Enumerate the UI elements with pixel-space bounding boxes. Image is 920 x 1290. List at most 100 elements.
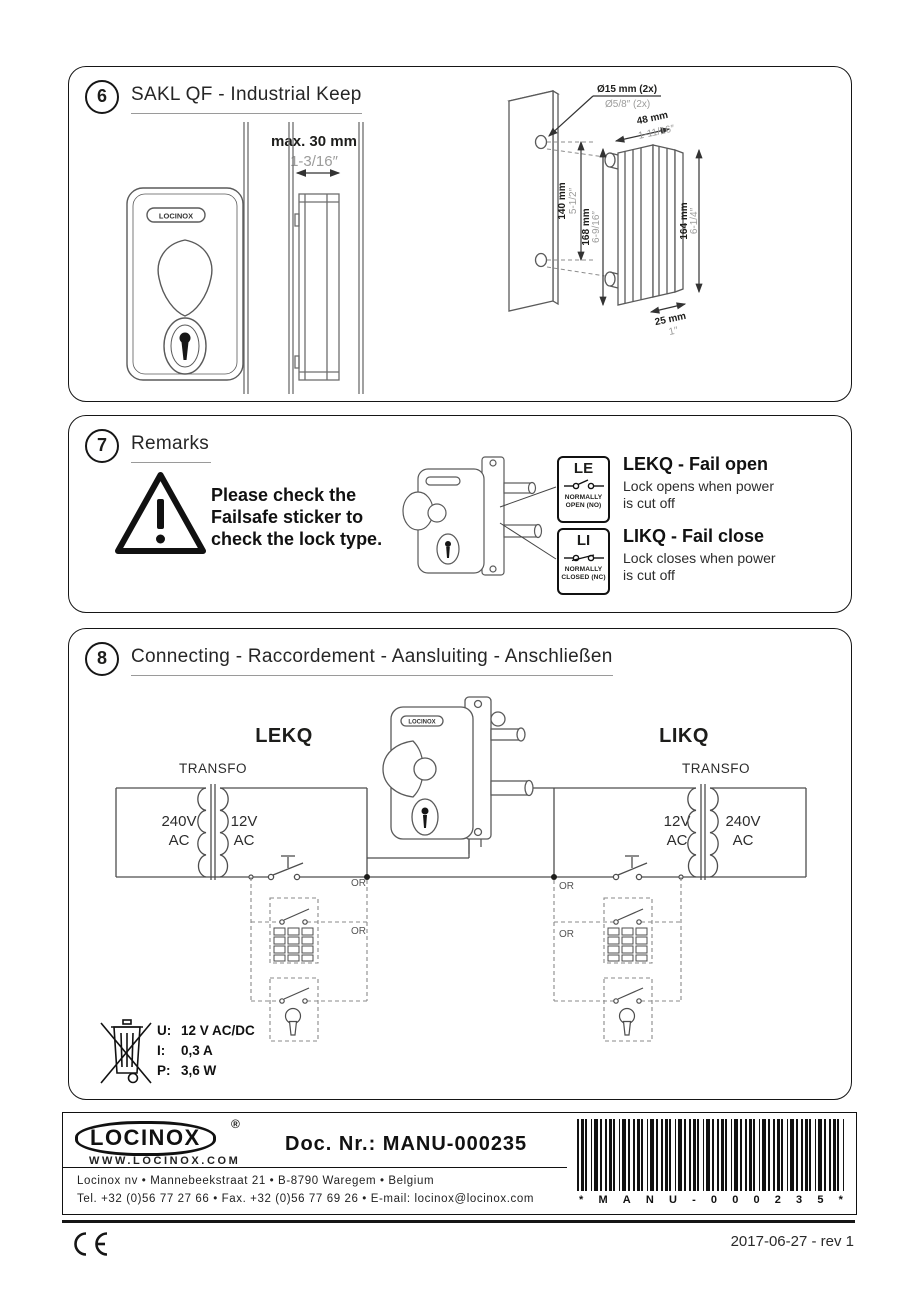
likq-push-button — [612, 855, 648, 881]
sticker-li-label-line2: CLOSED (NC) — [561, 573, 606, 581]
lock-drawing-small — [402, 456, 557, 576]
spec-i-value: 0,3 A — [181, 1043, 213, 1058]
sticker-le-label-line2: OPEN (NO) — [565, 501, 602, 509]
likq-keyhole-icon — [618, 1007, 636, 1036]
depth-dim-inch: 1″ — [668, 325, 680, 338]
lekq-keyhole-icon — [284, 1007, 302, 1036]
warning-text-line1: Please check the — [211, 485, 357, 505]
mounting-hole-top — [534, 134, 548, 150]
likq-keypad-icon — [607, 927, 648, 962]
spec-u-label: U: — [157, 1023, 172, 1038]
shield-emblem — [157, 239, 213, 317]
badge-text: LOCINOX — [159, 212, 193, 221]
warning-text-line2: Failsafe sticker to — [211, 507, 364, 527]
weee-bin-icon — [100, 1019, 152, 1084]
likq-or-label-1: OR — [559, 881, 574, 892]
lekq-secondary-coil — [219, 787, 229, 878]
electrical-specs: U: 12 V AC/DC I: 0,3 A P: 3,6 W — [157, 1021, 255, 1081]
section-7-title: Remarks — [131, 433, 211, 463]
locinox-badge — [425, 476, 461, 486]
normally-open-switch-icon — [563, 479, 604, 490]
spec-p-value: 3,6 W — [181, 1063, 217, 1078]
spec-p-label: P: — [157, 1063, 171, 1078]
likq-transfo-label: TRANSFO — [682, 761, 751, 776]
section-8-panel: 8 Connecting - Raccordement - Aansluitin… — [68, 628, 852, 1100]
lekq-transfo-label: TRANSFO — [179, 761, 248, 776]
spacing-dim-inch: 5-1/2″ — [568, 187, 579, 214]
lekq-diagram-title: LEKQ — [255, 725, 313, 747]
hole-dim-mm: Ø15 mm (2x) — [597, 84, 657, 95]
failsafe-sticker-li: LI NORMALLY CLOSED (NC) — [557, 528, 610, 595]
lekq-push-button — [267, 855, 304, 881]
likq-junction — [551, 874, 557, 880]
bolt-bottom — [503, 524, 539, 538]
fail-open-desc-line2: is cut off — [623, 495, 675, 511]
warning-text-line3: check the lock type. — [211, 529, 383, 549]
sticker-li-label-line1: NORMALLY — [564, 566, 603, 573]
lekq-junction — [364, 874, 370, 880]
hole-dim-inch: Ø5/8″ (2x) — [605, 99, 650, 110]
spec-i-label: I: — [157, 1043, 166, 1058]
section-6-title: SAKL QF - Industrial Keep — [131, 84, 362, 114]
mounting-hole-bottom — [534, 252, 548, 268]
fail-open-desc-line1: Lock opens when power — [623, 478, 774, 494]
section-7-number: 7 — [85, 429, 119, 463]
footer-panel: LOCINOX ® WWW.LOCINOX.COM Doc. Nr.: MANU… — [62, 1112, 857, 1215]
spacing-dim-mm: 140 mm — [557, 182, 568, 219]
lekq-or-label-2: OR — [351, 926, 366, 937]
fail-open-title: LEKQ - Fail open — [623, 454, 769, 474]
lekq-primary-coil — [197, 787, 207, 878]
section-6-number: 6 — [85, 80, 119, 114]
doc-number: Doc. Nr.: MANU-000235 — [285, 1133, 528, 1155]
address-line2: Tel. +32 (0)56 77 27 66 • Fax. +32 (0)56… — [77, 1193, 535, 1205]
sticker-le-label-line1: NORMALLY — [564, 494, 603, 501]
lock-and-keep-drawing: LOCINOX — [126, 122, 364, 394]
badge-text: LOCINOX — [408, 720, 435, 726]
website-url: WWW.LOCINOX.COM — [89, 1155, 241, 1167]
likq-diagram-title: LIKQ — [659, 725, 709, 747]
bottom-rule — [62, 1220, 855, 1223]
revision-date: 2017-06-27 - rev 1 — [730, 1233, 854, 1250]
lock-drawing-center: LOCINOX — [382, 696, 534, 854]
lekq-or-label-1: OR — [351, 878, 366, 889]
sticker-le-code: LE — [573, 460, 594, 477]
locinox-logo: LOCINOX — [75, 1121, 216, 1156]
outer-dim-mm: 164 mm — [679, 202, 690, 239]
barcode-bars — [577, 1119, 845, 1191]
likq-primary-coil — [709, 787, 719, 878]
lekq-keypad-icon — [273, 927, 314, 962]
gap-dimension-inch: 1-3/16″ — [290, 153, 338, 170]
normally-closed-switch-icon — [563, 554, 604, 562]
section-7-panel: 7 Remarks Please check the Failsafe stic… — [68, 415, 852, 613]
gate-post — [507, 89, 560, 312]
footer-divider — [63, 1167, 567, 1168]
ce-mark-icon — [74, 1232, 108, 1256]
lekq-keyswitch-box — [269, 977, 319, 1042]
keep-dimension-drawing: Ø15 mm (2x) Ø5/8″ (2x) 48 mm 1-11/16″ 14… — [507, 84, 703, 338]
keep-profile — [298, 193, 340, 381]
inner-dim-inch: 6-9/16″ — [591, 211, 602, 243]
failsafe-sticker-le: LE NORMALLY OPEN (NO) — [557, 456, 610, 523]
spec-u-value: 12 V AC/DC — [181, 1023, 255, 1038]
bolt-boss-bottom — [604, 271, 616, 287]
registered-mark: ® — [231, 1117, 240, 1131]
section-8-title: Connecting - Raccordement - Aansluiting … — [131, 646, 613, 676]
likq-or-label-2: OR — [559, 929, 574, 940]
section-8-number: 8 — [85, 642, 119, 676]
sticker-li-code: LI — [576, 532, 591, 549]
likq-keypad-box — [603, 897, 653, 964]
inner-dim-mm: 168 mm — [581, 208, 592, 245]
likq-secondary-coil — [687, 787, 697, 878]
bolt-boss-top — [604, 152, 616, 168]
fail-close-desc-line1: Lock closes when power — [623, 550, 776, 566]
section-6-panel: 6 SAKL QF - Industrial Keep max. 30 mm 1… — [68, 66, 852, 402]
wiring-diagram — [115, 784, 807, 1042]
fail-close-desc-line2: is cut off — [623, 567, 675, 583]
